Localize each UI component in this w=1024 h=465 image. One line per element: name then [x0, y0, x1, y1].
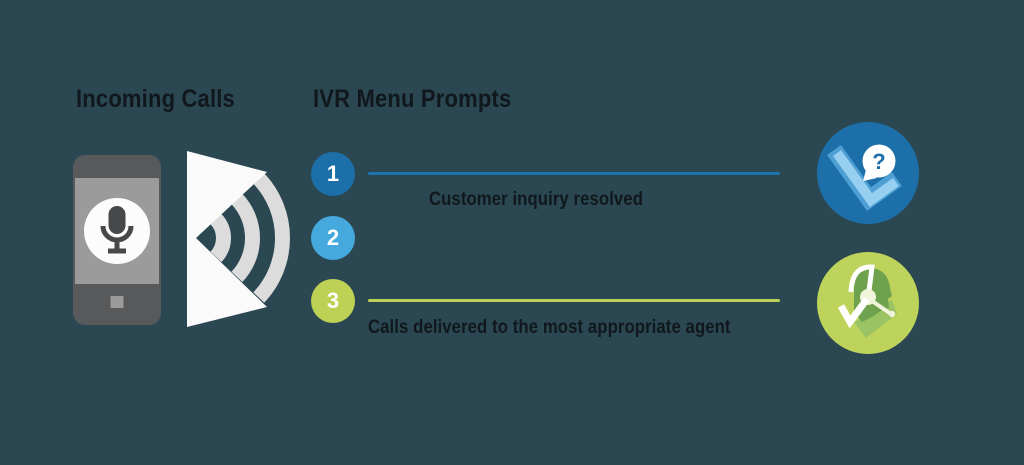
connector-line-step1 [368, 172, 780, 175]
outcome-label-resolved: Customer inquiry resolved [428, 189, 644, 210]
connector-line-step3 [368, 299, 780, 302]
agent-headset-check-icon [817, 252, 919, 354]
step-circle-3: 3 [311, 279, 355, 323]
question-mark-glyph: ? [872, 149, 885, 174]
sound-wave-arcs [196, 145, 290, 331]
incoming-calls-heading: Incoming Calls [76, 85, 235, 113]
phone-question-icon: ? [817, 122, 919, 224]
headset-icon [848, 264, 896, 318]
step-circle-2: 2 [311, 216, 355, 260]
phone-home-button [110, 296, 124, 308]
ivr-menu-prompts-heading: IVR Menu Prompts [313, 85, 512, 113]
handset-icon [827, 145, 902, 211]
sound-waves-icon [187, 145, 290, 331]
checkmark-icon [837, 296, 870, 329]
step-circle-1: 1 [311, 152, 355, 196]
outcome-label-delivered: Calls delivered to the most appropriate … [368, 317, 731, 338]
sound-wave-wedge [187, 151, 267, 327]
smartphone-voice-icon [73, 155, 161, 325]
microphone-icon [100, 206, 134, 254]
question-bubble: ? [862, 144, 896, 181]
